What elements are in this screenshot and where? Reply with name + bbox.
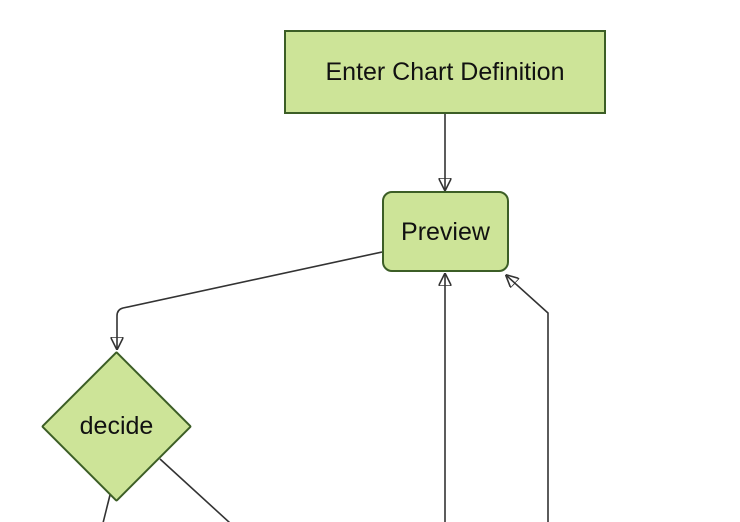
edge-decide-outgoing-right	[159, 458, 231, 522]
edge-return-into-preview-corner	[507, 276, 549, 522]
node-preview: Preview	[382, 191, 509, 272]
node-decide-label: decide	[79, 412, 154, 440]
edge-decide-outgoing-left	[102, 494, 111, 522]
node-enter-chart-definition: Enter Chart Definition	[284, 30, 606, 114]
edge-preview-to-decide	[117, 251, 383, 348]
node-enter-chart-definition-label: Enter Chart Definition	[325, 58, 565, 86]
node-preview-label: Preview	[401, 217, 490, 246]
